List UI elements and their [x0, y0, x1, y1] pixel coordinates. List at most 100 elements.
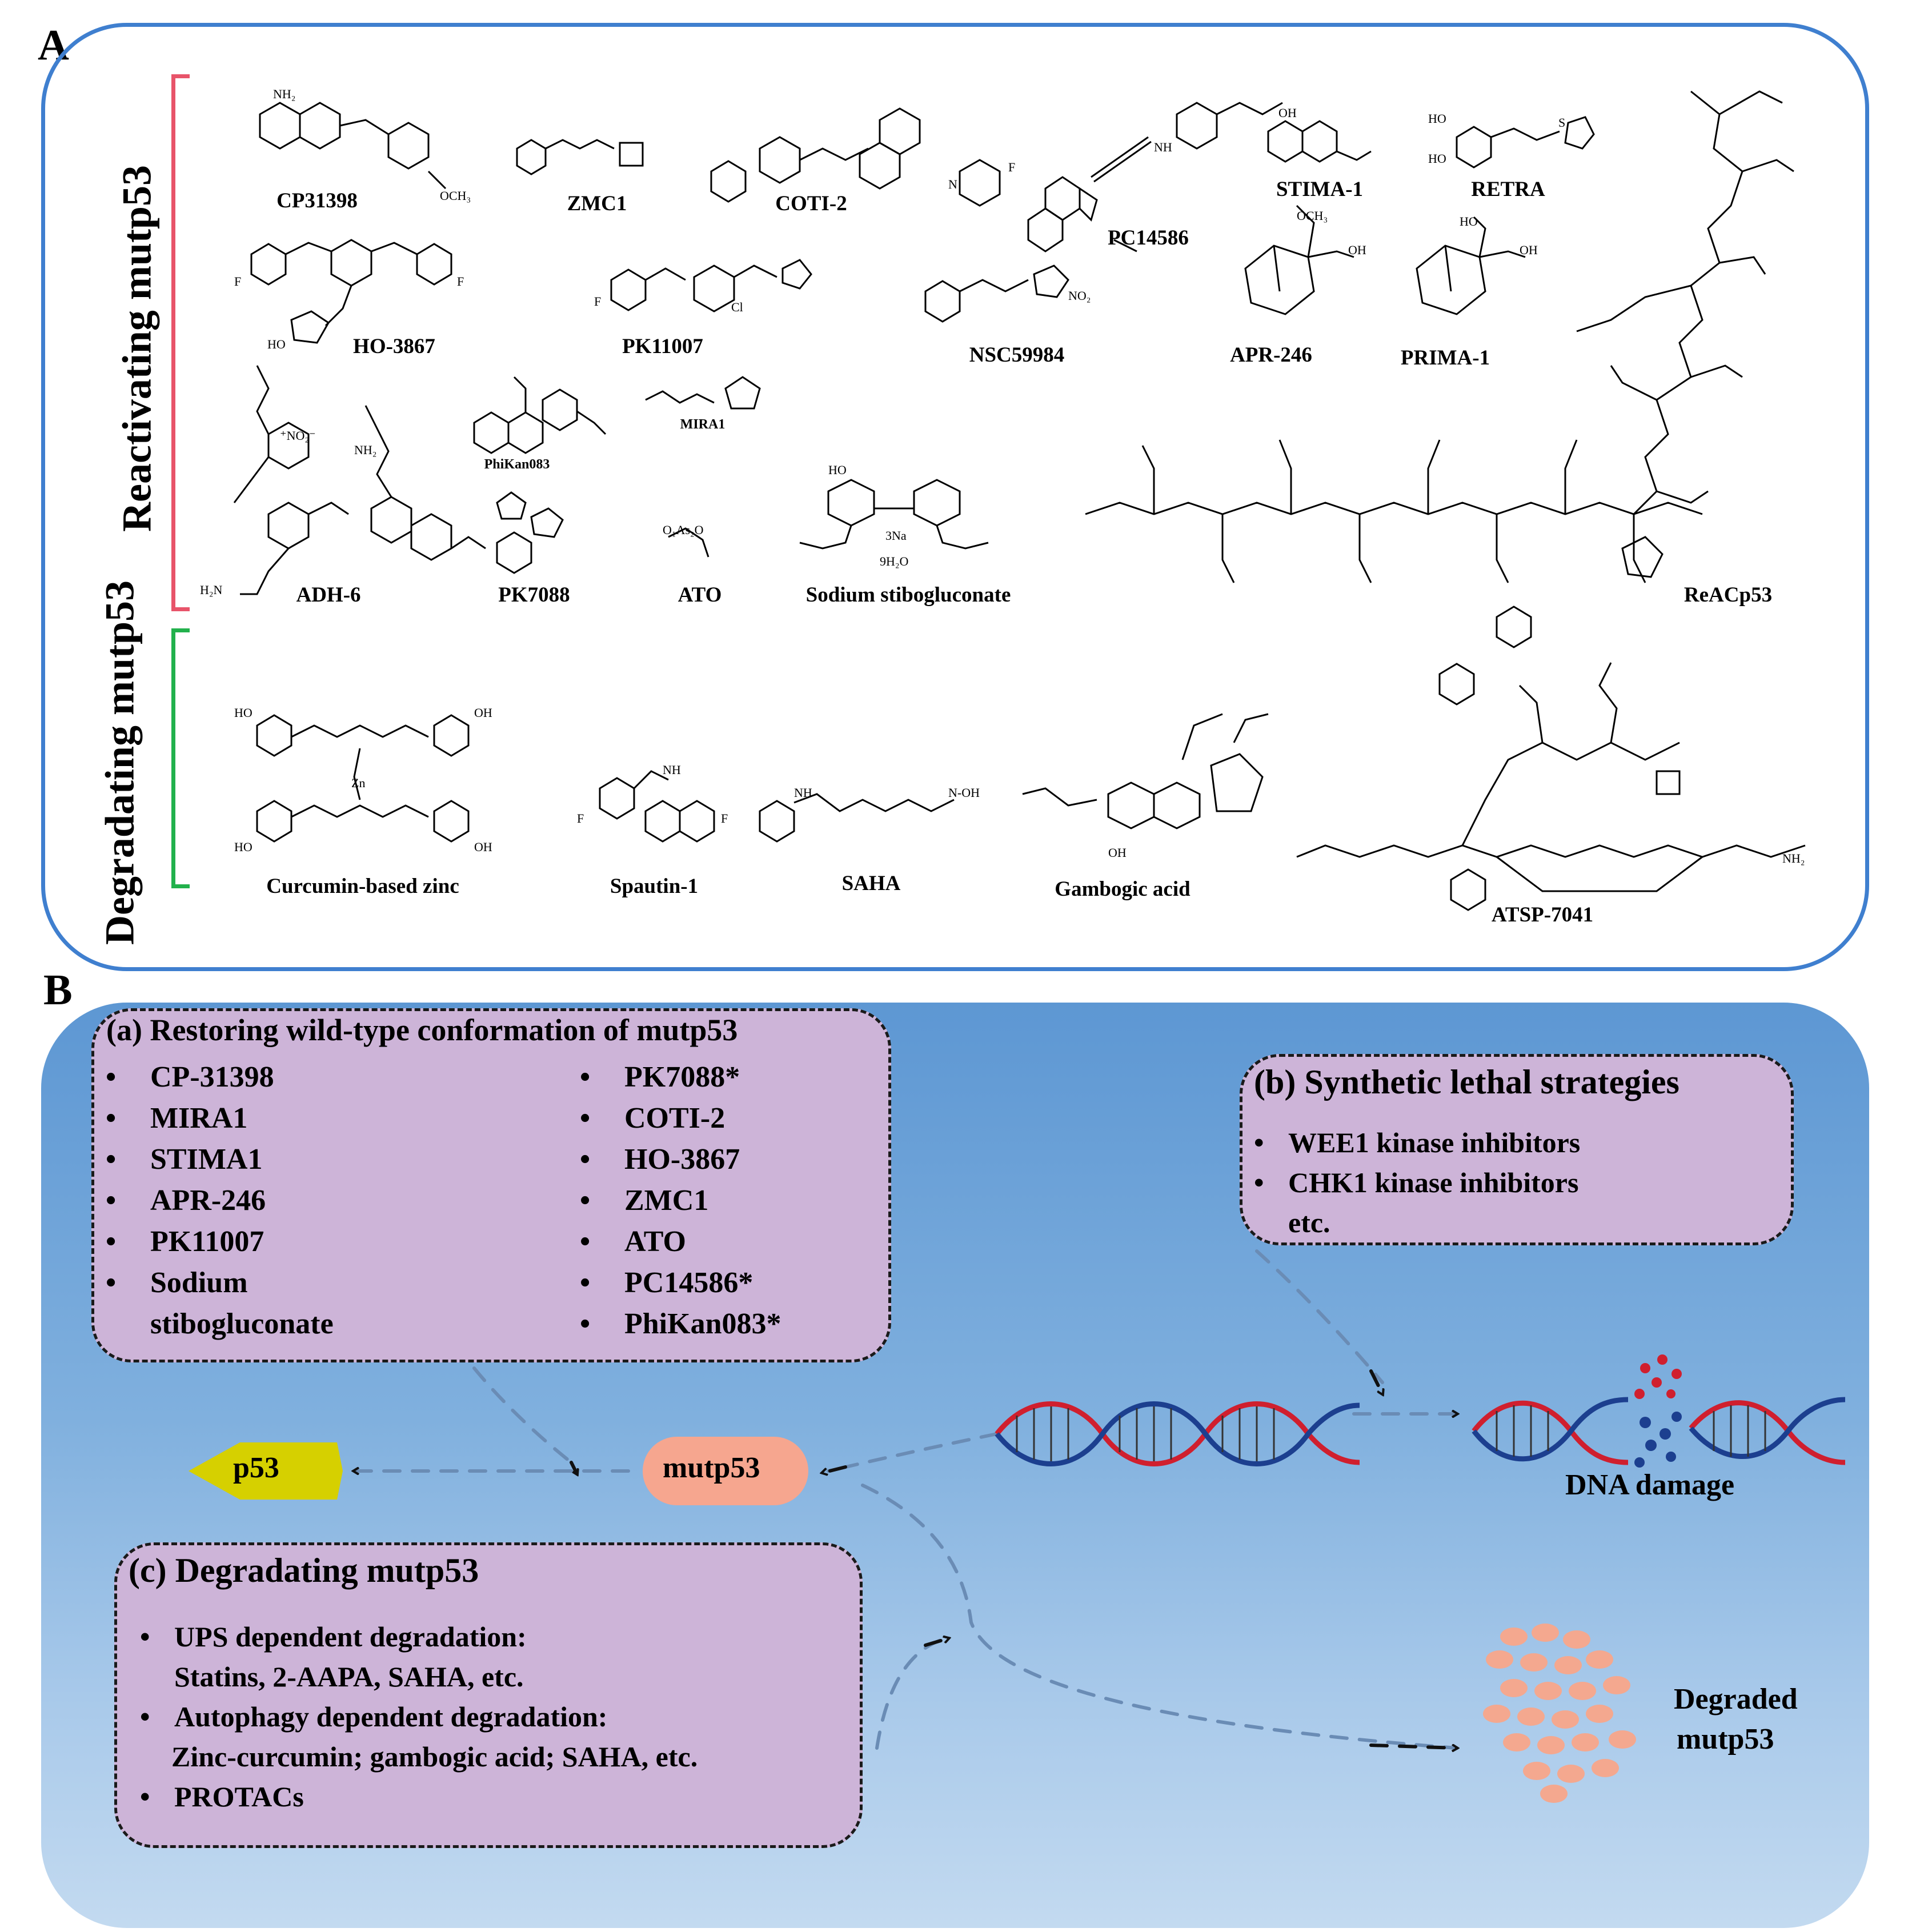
- mutp53-pill: [643, 1437, 808, 1505]
- ato-structure: [668, 528, 708, 557]
- compound-sodium-stibogluconate: Sodium stibogluconate: [805, 583, 1011, 607]
- compound-coti2: COTI-2: [775, 192, 847, 215]
- compound-retra: RETRA: [1471, 178, 1545, 201]
- atom-label: F: [721, 811, 728, 825]
- cp31398-structure: [260, 103, 446, 189]
- dna-fragments: [1634, 1354, 1682, 1468]
- list-item: PROTACs: [137, 1777, 698, 1817]
- compound-pk7088: PK7088: [498, 583, 570, 607]
- box-a-right-list: PK7088* COTI-2 HO-3867 ZMC1 ATO PC14586*…: [574, 1057, 781, 1345]
- reacp53-structure: [1577, 91, 1794, 577]
- atom-label: 3Na: [885, 528, 907, 543]
- atom-label: HO: [234, 840, 252, 854]
- panel-a-frame: [41, 23, 1869, 971]
- compound-cp31398: CP31398: [276, 189, 358, 213]
- compound-pc14586: PC14586: [1108, 226, 1189, 250]
- list-item: etc.: [1288, 1207, 1330, 1238]
- list-item: HO-3867: [574, 1139, 781, 1180]
- arrow-mutp53-to-degraded: [863, 1485, 1457, 1748]
- compound-spautin1: Spautin-1: [610, 875, 699, 898]
- atom-label: HO: [1460, 214, 1478, 229]
- compound-atsp7041: ATSP-7041: [1491, 903, 1594, 927]
- arrow-c-to-pathway: [877, 1640, 943, 1748]
- box-b-list: WEE1 kinase inhibitors CHK1 kinase inhib…: [1251, 1123, 1580, 1242]
- atom-label: HO: [1428, 151, 1446, 166]
- reacp53-chain: [1085, 440, 1702, 583]
- atom-label: N: [948, 177, 957, 191]
- box-c-list: UPS dependent degradation: Statins, 2-AA…: [137, 1617, 698, 1817]
- saha-structure: [760, 794, 954, 841]
- atom-label: OH: [474, 840, 492, 854]
- compound-reacp53: ReACp53: [1683, 583, 1773, 607]
- compound-ato: ATO: [678, 583, 722, 607]
- compound-pk11007: PK11007: [622, 335, 703, 358]
- arrow-dna-to-mutp53: [828, 1434, 997, 1471]
- list-item: CP-31398: [100, 1057, 334, 1098]
- list-item: COTI-2: [574, 1098, 781, 1139]
- ho3867-structure: [251, 240, 451, 343]
- nsc59984-structure: [925, 266, 1068, 322]
- list-item: ZMC1: [574, 1180, 781, 1221]
- compound-curcumin-zinc: Curcumin-based zinc: [266, 875, 459, 898]
- atom-label: OCH₃: [440, 189, 471, 203]
- mira1-structure: [646, 377, 760, 408]
- atom-label: N-OH: [948, 785, 980, 800]
- atom-label: NH: [794, 785, 812, 800]
- list-item: CHK1 kinase inhibitors: [1251, 1163, 1580, 1203]
- list-item: PK7088*: [574, 1057, 781, 1098]
- atom-label: 9H₂O: [880, 554, 908, 568]
- reactivating-bracket: [171, 74, 190, 611]
- list-item: MIRA1: [100, 1098, 334, 1139]
- box-c-title: (c) Degradating mutp53: [129, 1552, 479, 1589]
- atom-label: F: [457, 274, 464, 288]
- pk7088-structure: [497, 492, 563, 573]
- damaged-dna: [1474, 1400, 1845, 1462]
- pk11007-structure: [611, 260, 811, 311]
- dna-helix: [997, 1404, 1360, 1464]
- atom-label: OH: [1520, 243, 1538, 257]
- list-item: stibogluconate: [150, 1308, 334, 1340]
- atom-label: OH: [1108, 845, 1127, 860]
- adh6-structure: [234, 366, 486, 594]
- atom-label: OCH₃: [1297, 209, 1328, 223]
- compound-adh6: ADH-6: [296, 583, 361, 607]
- box-b-title: (b) Synthetic lethal strategies: [1254, 1063, 1679, 1101]
- dna-rungs: [1017, 1406, 1274, 1461]
- list-item: Sodium: [100, 1262, 334, 1304]
- atom-label: NH: [1154, 140, 1172, 154]
- compound-prima1: PRIMA-1: [1400, 346, 1490, 370]
- mutp53-label: mutp53: [663, 1452, 760, 1484]
- pc14586-structure: [960, 103, 1282, 251]
- gambogic-structure: [1023, 714, 1268, 828]
- box-a-title: (a) Restoring wild-type conformation of …: [106, 1013, 738, 1047]
- compound-zmc1: ZMC1: [567, 192, 627, 215]
- atom-label: OH: [474, 706, 492, 720]
- panel-b-letter: B: [43, 966, 73, 1014]
- degraded-label-line1: Degraded: [1674, 1683, 1798, 1715]
- zmc1-structure: [517, 140, 643, 174]
- compound-gambogic-acid: Gambogic acid: [1055, 877, 1191, 901]
- p53-label: p53: [233, 1452, 279, 1484]
- atom-label: S: [1558, 115, 1565, 130]
- prima1-structure: [1417, 217, 1525, 314]
- atom-label: Cl: [731, 300, 743, 314]
- list-item: WEE1 kinase inhibitors: [1251, 1123, 1580, 1163]
- compound-nsc59984: NSC59984: [969, 343, 1065, 367]
- coti2-structure: [711, 109, 920, 202]
- atom-label: Zn: [351, 776, 365, 790]
- atom-label: OH: [1278, 106, 1297, 120]
- ssg-structure: [800, 480, 988, 548]
- atom-label: NO₂: [1068, 288, 1091, 303]
- retra-structure: [1457, 117, 1594, 167]
- list-item: Zinc-curcumin; gambogic acid; SAHA, etc.: [171, 1741, 698, 1773]
- list-item: PK11007: [100, 1221, 334, 1262]
- list-item: STIMA1: [100, 1139, 334, 1180]
- atom-label: F: [594, 294, 601, 308]
- degrading-bracket: [171, 628, 190, 888]
- phikan083-structure: [474, 377, 606, 453]
- atom-label: F: [1008, 160, 1015, 174]
- atom-label: H₂N: [200, 583, 223, 597]
- atom-label: HO: [1428, 111, 1446, 126]
- list-item: UPS dependent degradation:: [137, 1617, 698, 1657]
